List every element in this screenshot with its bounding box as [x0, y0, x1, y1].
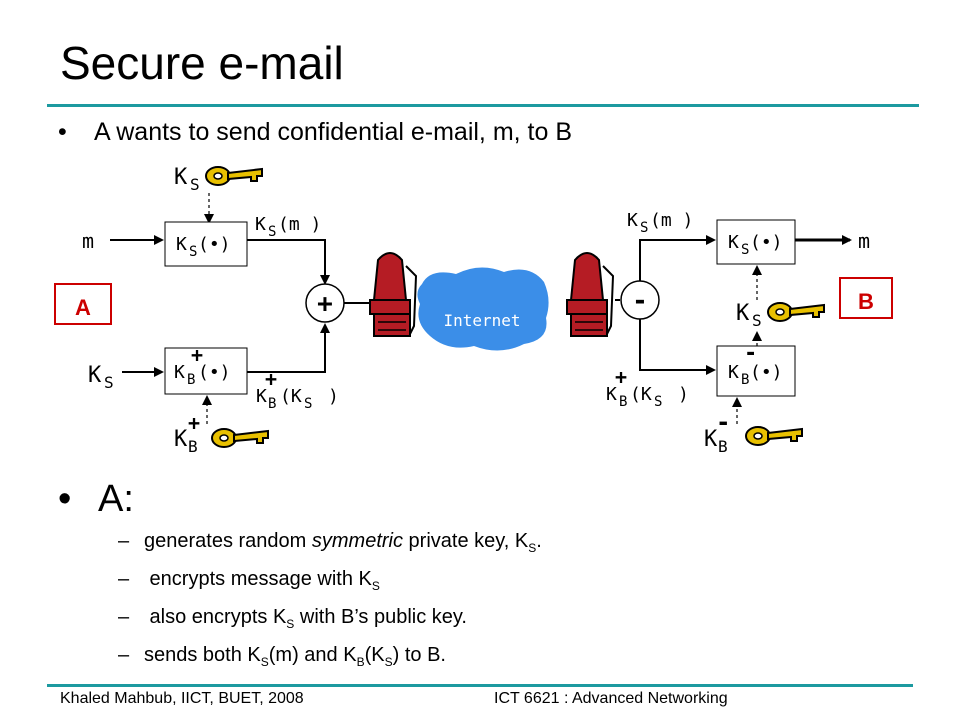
ks-input-a: K S: [88, 363, 114, 392]
svg-text:B: B: [718, 437, 728, 456]
footer-right: ICT 6621 : Advanced Networking: [494, 690, 728, 707]
svg-text:K: K: [736, 301, 750, 326]
svg-text:B: B: [268, 396, 276, 412]
bullet-main-text: A wants to send confidential e-mail, m, …: [94, 118, 573, 146]
svg-text:): ): [678, 384, 689, 405]
svg-text:S: S: [654, 394, 662, 410]
kb-ks-label-b: K B + (K S ): [606, 365, 689, 410]
svg-text:+: +: [191, 343, 203, 367]
kb-pub-key: K B +: [174, 411, 269, 456]
svg-text:S: S: [304, 396, 312, 412]
svg-text:-: -: [632, 286, 648, 316]
bullet-dot: •: [58, 118, 67, 146]
svg-text:S: S: [268, 224, 276, 240]
svg-text:(•): (•): [750, 362, 783, 383]
key-icon: [745, 426, 803, 446]
svg-text:S: S: [104, 373, 114, 392]
svg-text:+: +: [265, 367, 277, 391]
sender-device-icon: [369, 252, 417, 337]
combine-plus-node: +: [305, 283, 345, 323]
step-list: –generates random symmetric private key,…: [118, 530, 542, 682]
svg-text:K: K: [728, 362, 739, 383]
ks-recovered-b: K S: [736, 301, 825, 330]
svg-text:+: +: [317, 289, 333, 319]
key-icon: [767, 302, 825, 322]
split-minus-node: -: [620, 280, 660, 320]
internet-cloud: Internet: [417, 267, 549, 351]
bullet-dot: •: [58, 478, 72, 520]
svg-text:K: K: [728, 232, 739, 253]
svg-text:(•): (•): [198, 362, 231, 383]
label-b-text: B: [858, 289, 874, 314]
kb-priv-decrypt-box: K B - (•): [716, 341, 796, 397]
step-item: – encrypts message with KS: [118, 568, 380, 593]
svg-text:K: K: [627, 210, 638, 231]
kb-priv-key: K B -: [704, 408, 803, 456]
svg-text:B: B: [619, 394, 627, 410]
svg-text:(•): (•): [750, 232, 783, 253]
svg-text:K: K: [174, 362, 185, 383]
bullet-main: • A wants to send confidential e-mail, m,…: [58, 118, 572, 147]
svg-text:S: S: [189, 244, 197, 260]
key-icon: [205, 166, 263, 186]
section-a: • A:: [58, 478, 134, 521]
ks-key-a: K S: [174, 165, 263, 194]
section-heading: A:: [98, 478, 134, 520]
svg-text:K: K: [256, 386, 267, 407]
kb-pub-encrypt-box: K B + (•): [164, 343, 248, 395]
ks-encrypt-box-a: K S (•): [164, 221, 248, 267]
svg-text:B: B: [187, 372, 195, 388]
page-title: Secure e-mail: [60, 37, 344, 89]
svg-text:K: K: [176, 234, 187, 255]
svg-text:): ): [328, 386, 339, 407]
step-item: –generates random symmetric private key,…: [118, 530, 542, 555]
svg-text:K: K: [255, 214, 266, 235]
svg-text:K: K: [174, 427, 188, 452]
svg-text:+: +: [188, 411, 200, 435]
ks-decrypt-box-b: K S (•): [716, 219, 796, 265]
svg-text:(K: (K: [630, 384, 652, 405]
footer-left: Khaled Mahbub, IICT, BUET, 2008: [60, 690, 304, 707]
svg-text:(m ): (m ): [650, 210, 693, 231]
svg-text:S: S: [640, 220, 648, 236]
svg-text:(•): (•): [198, 234, 231, 255]
svg-text:B: B: [741, 372, 749, 388]
svg-text:K: K: [88, 363, 102, 388]
m-output-b: m: [858, 229, 870, 253]
ks-key-a-s: S: [190, 175, 200, 194]
svg-text:K: K: [704, 427, 718, 452]
svg-text:(m ): (m ): [278, 214, 321, 235]
svg-text:-: -: [744, 341, 757, 366]
svg-text:(K: (K: [280, 386, 302, 407]
label-a-text: A: [75, 295, 91, 320]
title-divider: [47, 104, 919, 107]
ks-m-label-b: K S (m ): [627, 210, 693, 236]
svg-text:S: S: [741, 242, 749, 258]
svg-text:K: K: [606, 384, 617, 405]
ks-key-a-k: K: [174, 165, 188, 190]
step-item: – also encrypts KS with B’s public key.: [118, 606, 467, 631]
label-b: B: [839, 277, 893, 319]
step-item: –sends both KS(m) and KB(KS) to B.: [118, 644, 446, 669]
receiver-device-icon: [566, 252, 614, 337]
svg-text:B: B: [188, 437, 198, 456]
footer-divider: [47, 684, 913, 687]
svg-text:-: -: [716, 408, 730, 436]
key-icon: [211, 428, 269, 448]
svg-text:Internet: Internet: [443, 311, 520, 330]
svg-text:S: S: [752, 311, 762, 330]
m-input-a: m: [82, 229, 94, 253]
ks-m-label-a: K S (m ): [255, 214, 321, 240]
kb-ks-label-a: K B + (K S ): [256, 367, 339, 412]
label-a: A: [54, 283, 112, 325]
svg-text:+: +: [615, 365, 627, 389]
